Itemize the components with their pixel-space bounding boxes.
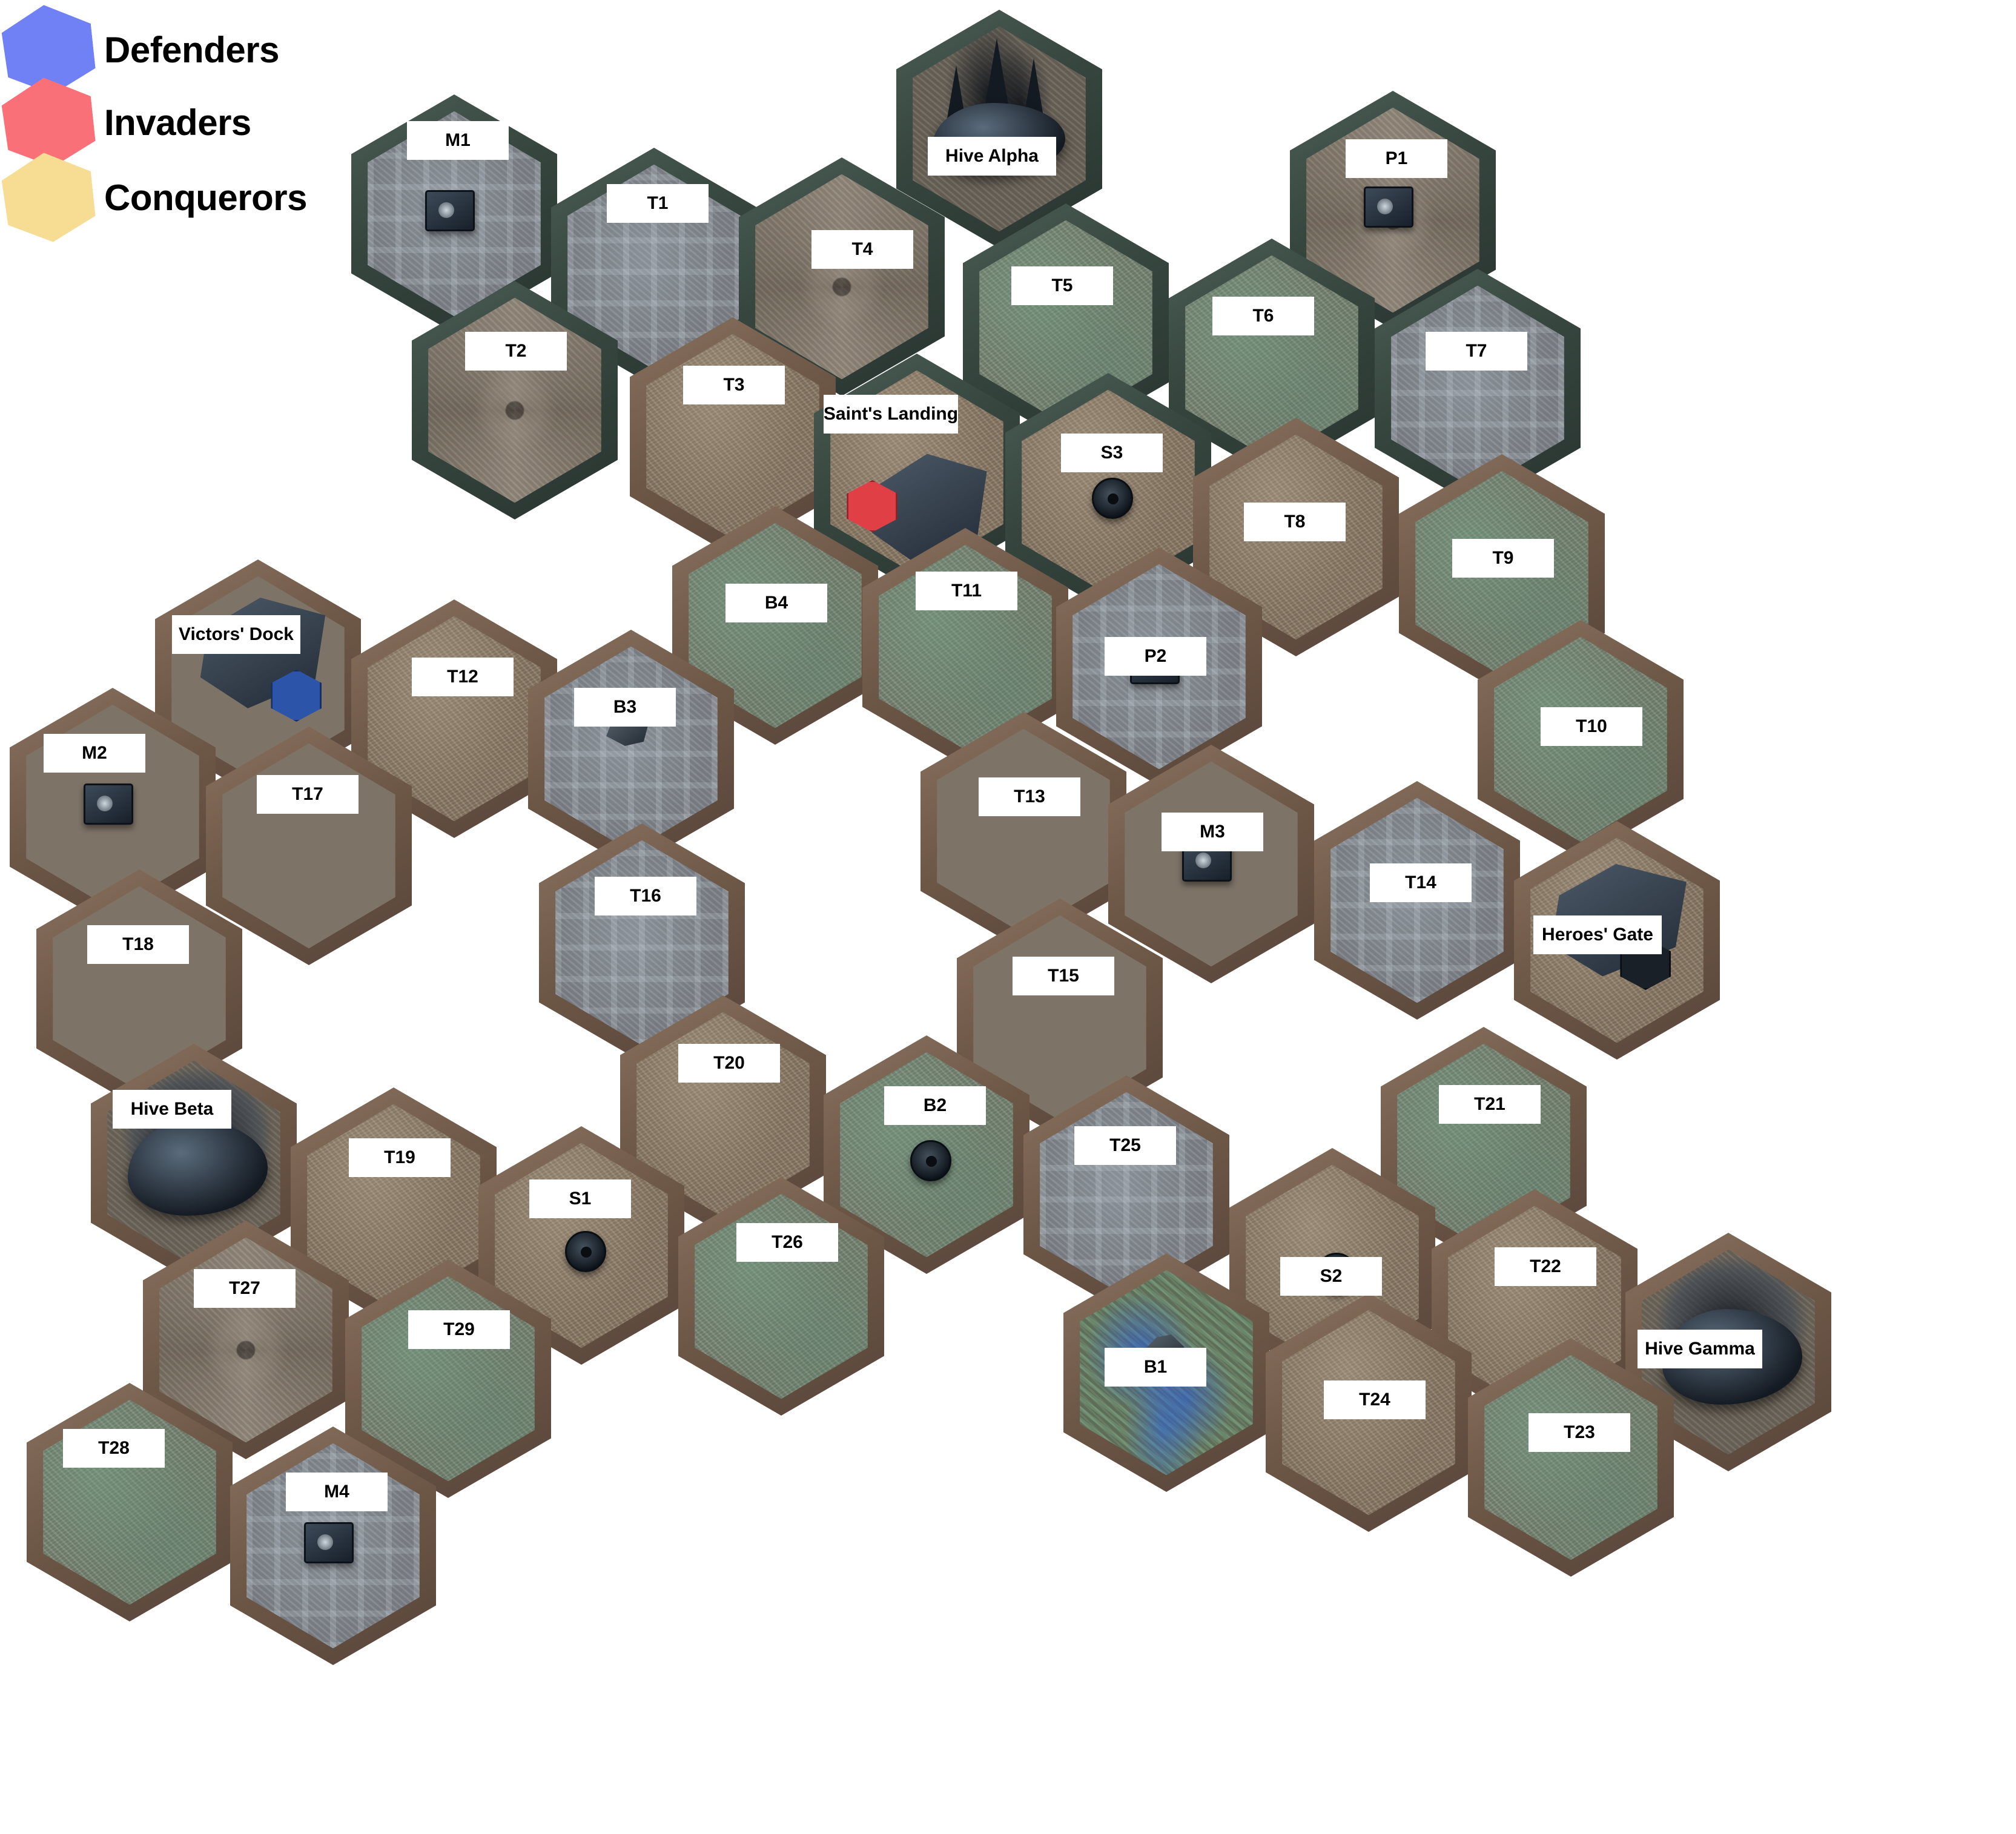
hex-tile-nameplate: T28	[63, 1429, 165, 1468]
hex-tile-nameplate: Hive Alpha	[928, 137, 1056, 176]
hex-tile-nameplate: T1	[607, 184, 709, 223]
hex-tile-b3[interactable]: B3	[528, 630, 734, 868]
hex-tile-terrain	[159, 1237, 332, 1443]
hex-tile-b1[interactable]: B1	[1063, 1253, 1269, 1492]
hex-tile-t26[interactable]: T26	[678, 1177, 884, 1416]
hex-tile-nameplate: S2	[1280, 1257, 1382, 1296]
hex-tile-hivebeta[interactable]: Hive Beta	[91, 1044, 297, 1282]
hex-tile-nameplate: T15	[1013, 957, 1114, 995]
hex-tile-nameplate: T20	[678, 1044, 780, 1083]
hex-tile-nameplate: T21	[1439, 1085, 1541, 1124]
hex-tile-t8[interactable]: T8	[1193, 418, 1399, 656]
hex-tile-t5[interactable]: T5	[963, 203, 1169, 442]
hex-tile-nameplate: P2	[1105, 637, 1206, 676]
hex-tile-t17[interactable]: T17	[206, 727, 412, 965]
hex-tile-nameplate: B2	[884, 1086, 986, 1125]
hex-tile-t13[interactable]: T13	[920, 712, 1126, 951]
hex-tile-nameplate: T24	[1324, 1380, 1426, 1419]
hex-tile-nameplate: T17	[257, 775, 359, 814]
hex-tile-nameplate: B1	[1105, 1348, 1206, 1387]
hex-tile-nameplate: Hive Beta	[113, 1090, 231, 1129]
hex-tile-nameplate: T3	[683, 366, 785, 404]
hex-tile-nameplate: T2	[465, 332, 567, 371]
hex-tile-p2[interactable]: P2	[1056, 547, 1262, 786]
hex-tile-b2[interactable]: B2	[824, 1035, 1029, 1274]
hex-tile-t4[interactable]: T4	[739, 157, 945, 396]
hex-tile-nameplate: T18	[87, 925, 189, 964]
hex-tile-nameplate: T27	[194, 1269, 296, 1308]
hex-tile-nameplate: T6	[1212, 297, 1314, 335]
hex-tile-nameplate: T14	[1370, 863, 1472, 902]
hex-tile-nameplate: T11	[916, 572, 1017, 610]
hex-tile-nameplate: T7	[1426, 332, 1527, 371]
hex-tile-nameplate: T22	[1495, 1247, 1596, 1286]
hex-tile-nameplate: B4	[725, 584, 827, 622]
hex-tile-nameplate: T5	[1011, 266, 1113, 305]
legend-item-label: Conquerors	[104, 177, 308, 218]
hex-tile-nameplate: T13	[979, 777, 1080, 816]
hex-tile-t29[interactable]: T29	[345, 1259, 551, 1498]
hex-tile-nameplate: T4	[811, 230, 913, 269]
legend-item-defenders: Defenders	[4, 5, 279, 94]
hex-tile-heroesgate[interactable]: Heroes' Gate	[1514, 821, 1720, 1060]
hex-tile-nameplate: T12	[412, 658, 514, 696]
hex-tile-nameplate: Heroes' Gate	[1533, 915, 1662, 954]
hex-tile-nameplate: T29	[408, 1310, 510, 1349]
hex-tile-m3[interactable]: M3	[1108, 745, 1314, 983]
hex-tile-nameplate: T9	[1452, 539, 1554, 578]
hex-tile-t2[interactable]: T2	[412, 281, 618, 520]
hex-tile-nameplate: T25	[1074, 1126, 1176, 1165]
hex-tile-nameplate: T26	[736, 1223, 838, 1262]
hex-tile-nameplate: M2	[44, 734, 145, 773]
hex-tile-t10[interactable]: T10	[1478, 620, 1684, 859]
hex-tile-m1[interactable]: M1	[351, 94, 557, 333]
hex-tile-t14[interactable]: T14	[1314, 781, 1520, 1020]
hex-tile-t23[interactable]: T23	[1468, 1338, 1674, 1577]
hex-tile-nameplate: Victors' Dock	[172, 615, 300, 654]
hex-tile-nameplate: Hive Gamma	[1638, 1330, 1762, 1368]
hex-tile-terrain	[979, 220, 1152, 426]
hex-tile-t24[interactable]: T24	[1266, 1293, 1472, 1532]
hex-tile-nameplate: T8	[1244, 503, 1346, 541]
hex-tile-nameplate: B3	[574, 688, 676, 727]
hex-tile-nameplate: Saint's Landing	[824, 395, 958, 434]
hex-tile-t7[interactable]: T7	[1375, 269, 1581, 507]
hex-tile-nameplate: P1	[1346, 139, 1447, 178]
hex-tile-terrain	[362, 1276, 535, 1482]
hex-tile-nameplate: T19	[349, 1138, 451, 1177]
hex-tile-nameplate: T16	[595, 877, 696, 915]
hex-tile-nameplate: M3	[1162, 813, 1263, 851]
legend-item-label: Defenders	[104, 29, 279, 70]
hex-tile-terrain	[755, 174, 928, 380]
legend-item-conquerors: Conquerors	[4, 153, 308, 242]
hex-tile-terrain	[1484, 1354, 1657, 1560]
legend-item-label: Invaders	[104, 102, 251, 143]
hex-tile-t3[interactable]: T3	[630, 317, 836, 556]
hex-tile-nameplate: M1	[407, 121, 509, 160]
hex-tile-m4[interactable]: M4	[230, 1427, 436, 1665]
hex-tile-nameplate: S1	[529, 1179, 631, 1218]
hex-tile-nameplate: M4	[286, 1473, 388, 1511]
hex-tile-nameplate: T23	[1529, 1413, 1630, 1452]
hex-tile-nameplate: S3	[1061, 434, 1163, 472]
hex-tile-nameplate: T10	[1541, 707, 1642, 746]
legend-item-invaders: Invaders	[4, 78, 251, 167]
hex-tile-t28[interactable]: T28	[27, 1383, 233, 1621]
